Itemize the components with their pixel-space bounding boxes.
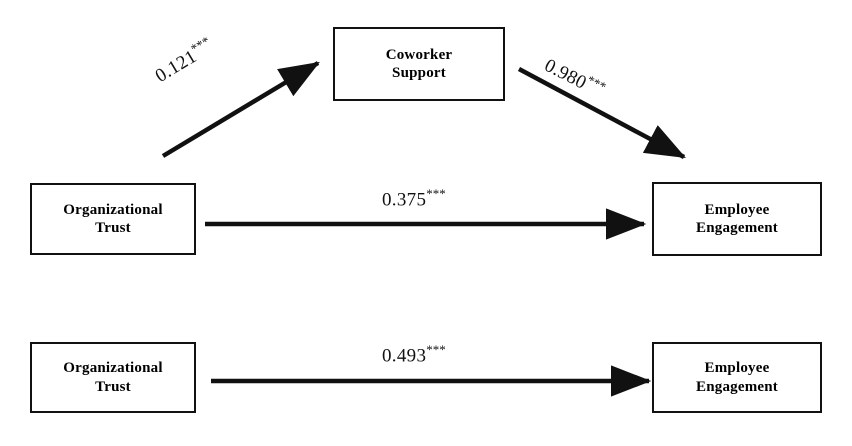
node-organizational-trust-top: Organizational Trust	[30, 183, 196, 255]
arrow-path-b	[517, 67, 686, 159]
node-employee-engagement-top: Employee Engagement	[652, 182, 822, 256]
node-label-employee-engagement-bottom: Employee Engagement	[696, 360, 778, 395]
path-coefficient-c: 0.493***	[382, 342, 446, 367]
node-organizational-trust-bottom: Organizational Trust	[30, 342, 196, 413]
node-label-employee-engagement-top: Employee Engagement	[696, 201, 778, 236]
path-coefficient-c-value: 0.493	[382, 345, 427, 367]
path-coefficient-c-prime-value: 0.375	[382, 189, 427, 211]
node-coworker-support: Coworker Support	[333, 27, 505, 101]
path-coefficient-c-prime-stars: ***	[426, 186, 446, 201]
path-coefficient-c-prime: 0.375***	[382, 186, 446, 211]
node-label-organizational-trust-bottom: Organizational Trust	[63, 360, 163, 395]
arrow-path-a	[161, 61, 320, 158]
node-employee-engagement-bottom: Employee Engagement	[652, 342, 822, 413]
node-label-coworker-support: Coworker Support	[385, 46, 453, 81]
node-label-organizational-trust-top: Organizational Trust	[63, 201, 163, 236]
path-coefficient-c-stars: ***	[426, 342, 446, 357]
